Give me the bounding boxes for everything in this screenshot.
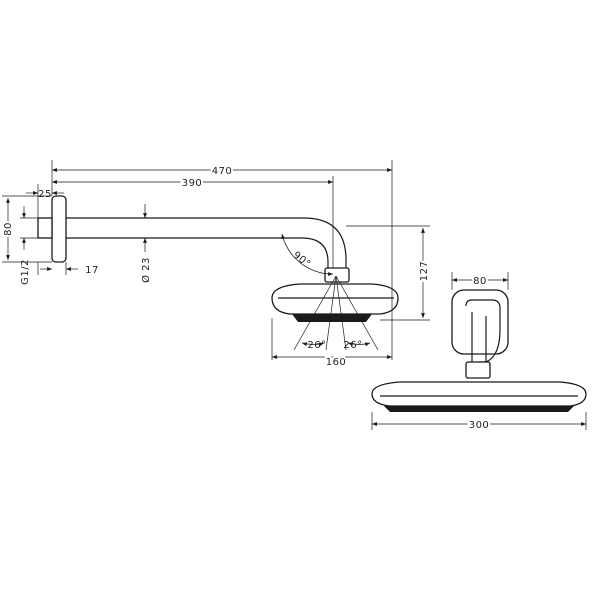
dim-arc-90 [281, 233, 334, 276]
wall-flange [51, 195, 67, 263]
dim-head-depth: 160 [326, 357, 347, 368]
front-arm-outline [465, 299, 501, 363]
dim-height-total: 127 [419, 261, 430, 282]
side-view [37, 195, 399, 322]
shower-head-side [271, 283, 399, 315]
dimensions-side: 470 390 25 80 G1/2 17 Ø 23 90° [1, 160, 432, 370]
dim-head-width: 300 [469, 420, 490, 431]
dimensions-front: 80 300 [371, 272, 587, 433]
front-connector [465, 361, 491, 379]
thread-connector [37, 217, 53, 239]
dim-arm-length: 390 [182, 178, 203, 189]
swivel-joint [324, 267, 350, 283]
shower-arm-bottom [66, 237, 329, 270]
dim-thread: G1/2 [20, 259, 31, 285]
dim-pipe-diameter: Ø 23 [140, 257, 152, 283]
front-nozzle-strip [384, 406, 574, 412]
dim-overall-length: 470 [212, 166, 233, 177]
dim-plate-width: 80 [473, 276, 487, 287]
dim-swivel-angle: 90° [291, 250, 313, 271]
shower-head-front [371, 381, 587, 407]
dim-tilt-left: 26° [307, 340, 326, 351]
front-view [371, 289, 587, 412]
shower-arm-top [66, 217, 347, 270]
nozzle-strip [292, 314, 372, 322]
dim-tilt-right: 26° [343, 340, 362, 351]
dim-flange-offset: 17 [85, 265, 99, 276]
dim-flange-depth: 25 [38, 189, 52, 200]
dim-flange-height: 80 [3, 222, 14, 236]
